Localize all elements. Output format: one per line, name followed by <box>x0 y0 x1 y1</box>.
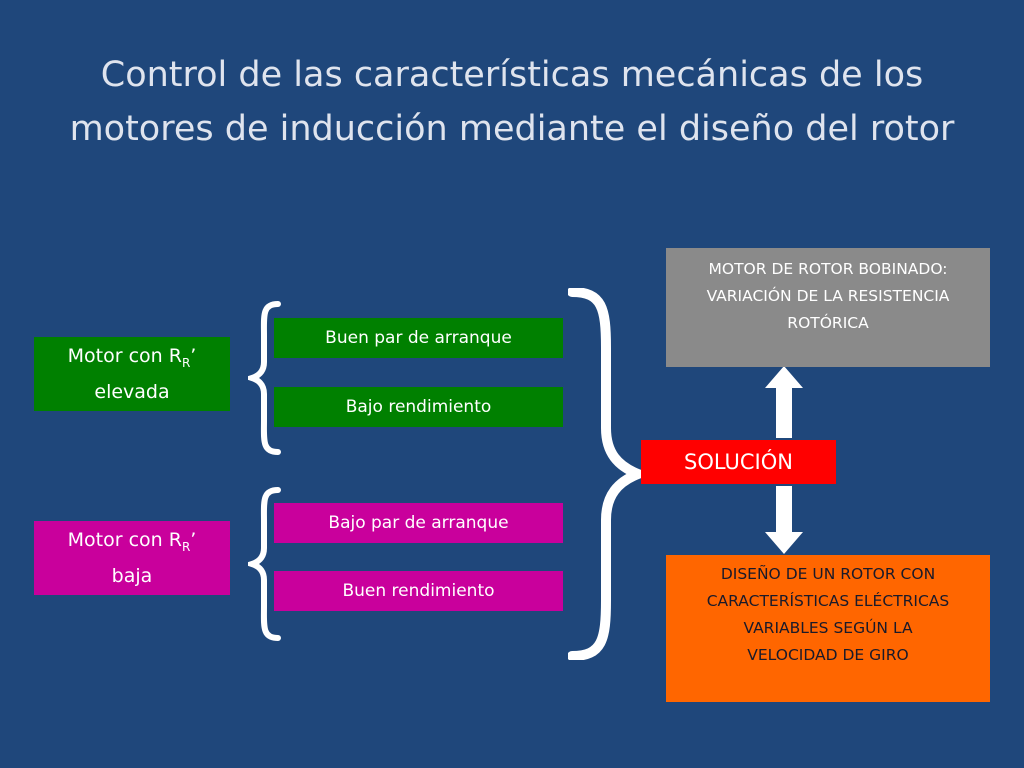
motor-high-line-2: elevada <box>94 381 170 404</box>
motor-high-line-1: Motor con RR’ <box>68 341 197 378</box>
motor-high-suffix: ’ <box>190 344 197 367</box>
motor-low-resistance-box: Motor con RR’ baja <box>34 521 230 595</box>
motor-low-line-2: baja <box>111 565 153 588</box>
trait-low-efficiency: Bajo rendimiento <box>274 387 563 427</box>
solution-label: SOLUCIÓN <box>684 450 793 474</box>
wound-rotor-box: MOTOR DE ROTOR BOBINADO: VARIACIÓN DE LA… <box>666 248 990 367</box>
motor-high-resistance-box: Motor con RR’ elevada <box>34 337 230 411</box>
right-curly-brace-icon <box>568 288 644 660</box>
arrow-up-icon <box>765 366 803 438</box>
trait-label: Buen par de arranque <box>325 328 512 348</box>
trait-good-efficiency: Buen rendimiento <box>274 571 563 611</box>
left-curly-brace-icon <box>248 487 281 641</box>
trait-good-starting-torque: Buen par de arranque <box>274 318 563 358</box>
trait-label: Bajo par de arranque <box>328 513 509 533</box>
motor-high-subscript: R <box>181 355 191 370</box>
motor-low-suffix: ’ <box>190 528 197 551</box>
trait-low-starting-torque: Bajo par de arranque <box>274 503 563 543</box>
slide-title: Control de las características mecánicas… <box>20 48 1004 156</box>
left-curly-brace-icon <box>248 301 281 455</box>
rotor-design-line: VELOCIDAD DE GIRO <box>747 646 909 664</box>
motor-low-prefix: Motor con R <box>67 528 182 551</box>
rotor-design-line: VARIABLES SEGÚN LA <box>743 619 913 637</box>
rotor-design-box: DISEÑO DE UN ROTOR CON CARACTERÍSTICAS E… <box>666 555 990 702</box>
motor-low-subscript: R <box>181 539 191 554</box>
wound-rotor-line: MOTOR DE ROTOR BOBINADO: <box>708 260 948 278</box>
trait-label: Buen rendimiento <box>342 581 495 601</box>
trait-label: Bajo rendimiento <box>345 397 492 417</box>
title-line-1: Control de las características mecánicas… <box>100 55 924 95</box>
motor-high-prefix: Motor con R <box>67 344 182 367</box>
wound-rotor-line: VARIACIÓN DE LA RESISTENCIA <box>706 287 950 305</box>
rotor-design-line: DISEÑO DE UN ROTOR CON <box>720 565 936 583</box>
wound-rotor-line: ROTÓRICA <box>787 314 869 332</box>
solution-box: SOLUCIÓN <box>641 440 836 484</box>
arrow-down-icon <box>765 486 803 554</box>
title-line-2: motores de inducción mediante el diseño … <box>69 109 955 149</box>
rotor-design-line: CARACTERÍSTICAS ELÉCTRICAS <box>706 592 950 610</box>
motor-low-line-1: Motor con RR’ <box>68 525 197 562</box>
